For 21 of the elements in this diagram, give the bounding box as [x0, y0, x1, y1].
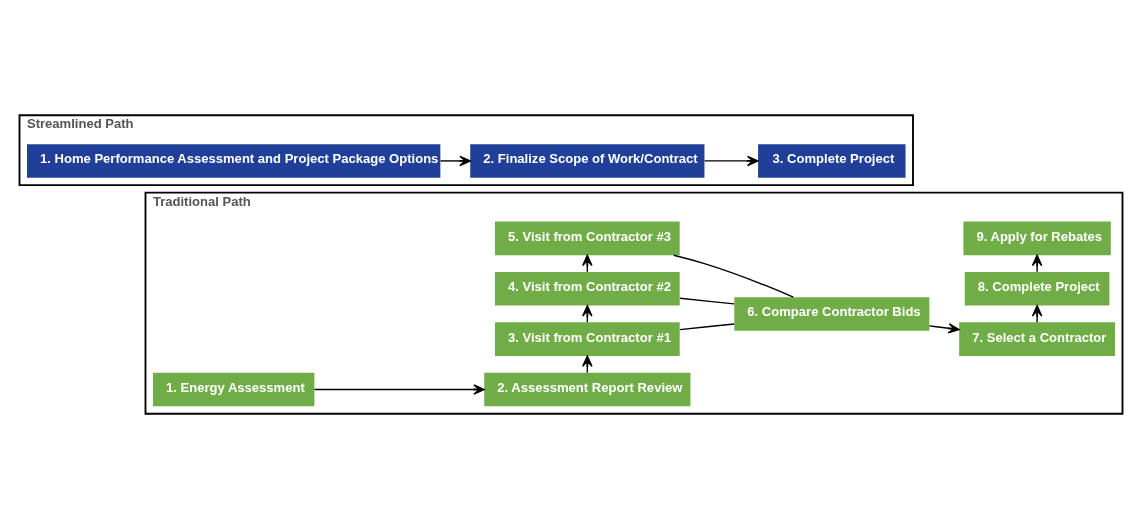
arrow [439, 155, 471, 167]
node-box: 7. Select a Contractor [959, 322, 1115, 356]
node-box: 3. Visit from Contractor #1 [494, 322, 680, 356]
node-box: 3. Complete Project [758, 144, 906, 178]
arrow [1031, 305, 1043, 323]
arrow [703, 155, 759, 167]
arrow [1031, 254, 1043, 273]
connector [673, 254, 794, 298]
node-box: 4. Visit from Contractor #2 [494, 271, 680, 306]
node-box: 8. Complete Project [964, 271, 1110, 306]
arrow [313, 384, 485, 395]
connector [679, 297, 735, 305]
node-box: 1. Home Performance Assessment and Project Package Options [27, 144, 441, 178]
node-box: 2. Assessment Report Review [484, 372, 691, 407]
arrow [928, 323, 960, 334]
node-box: 1. Energy Assessment [152, 372, 315, 407]
node-box: 2. Finalize Scope of Work/Contract [470, 144, 705, 178]
connector [679, 323, 735, 331]
node-box: 6. Compare Contractor Bids [734, 297, 930, 331]
node-box: 9. Apply for Rebates [963, 221, 1111, 256]
node-box: 5. Visit from Contractor #3 [494, 221, 680, 256]
